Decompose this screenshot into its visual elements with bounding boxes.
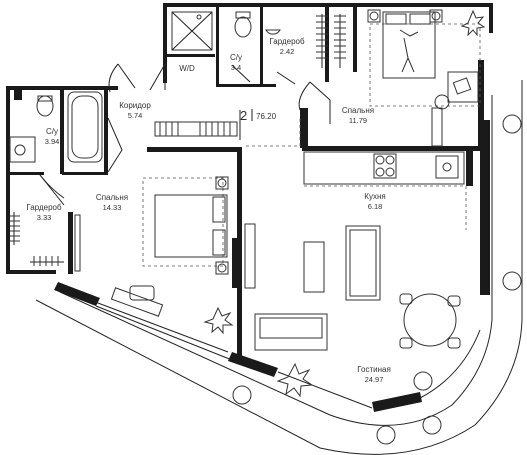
walls	[6, 3, 493, 362]
wardrobe-1-rack	[10, 212, 81, 272]
kitchen-furniture	[299, 118, 467, 230]
living-furniture	[246, 145, 461, 398]
wardrobe-2-racks	[316, 14, 346, 68]
apartment-number: 2	[240, 108, 247, 123]
room-bath-2-area: 3.4	[231, 63, 241, 72]
room-labels: С/у 3.94 Гардероб 3.33 Коридор 5.74 Спал…	[26, 37, 390, 384]
room-corridor-area: 5.74	[128, 111, 143, 120]
room-kitchen-area: 6.18	[368, 202, 383, 211]
room-bath-1-area: 3.94	[45, 137, 60, 146]
room-kitchen-name: Кухня	[364, 192, 385, 201]
room-bedroom-1-name: Спальня	[96, 193, 128, 202]
room-bath-1-name: С/у	[46, 127, 58, 136]
room-bedroom-1-area: 14.33	[103, 203, 122, 212]
wd-bath-2-fixtures	[171, 11, 281, 51]
curved-facade	[35, 80, 523, 455]
corridor-rack	[154, 110, 241, 140]
apartment-total-area: 76.20	[256, 112, 277, 121]
room-wardrobe-1-area: 3.33	[37, 213, 52, 222]
room-bedroom-2-area: 11.79	[349, 116, 367, 125]
bath-1-fixtures	[9, 91, 103, 163]
bedroom-1-furniture	[110, 176, 256, 335]
room-wd-name: W/D	[179, 64, 195, 73]
room-corridor-name: Коридор	[119, 101, 151, 110]
room-wardrobe-2-area: 2.42	[280, 47, 295, 56]
room-wardrobe-1-name: Гардероб	[26, 203, 62, 212]
doors	[39, 62, 331, 206]
apartment-label: 2 76.20	[240, 108, 277, 123]
room-bedroom-2-name: Спальня	[342, 106, 374, 115]
room-living-area: 24.97	[365, 375, 384, 384]
bedroom-2-furniture	[367, 9, 486, 147]
room-bath-2-name: С/у	[230, 53, 242, 62]
room-living-name: Гостиная	[357, 365, 391, 374]
room-wardrobe-2-name: Гардероб	[269, 37, 305, 46]
window-markers	[232, 114, 522, 445]
